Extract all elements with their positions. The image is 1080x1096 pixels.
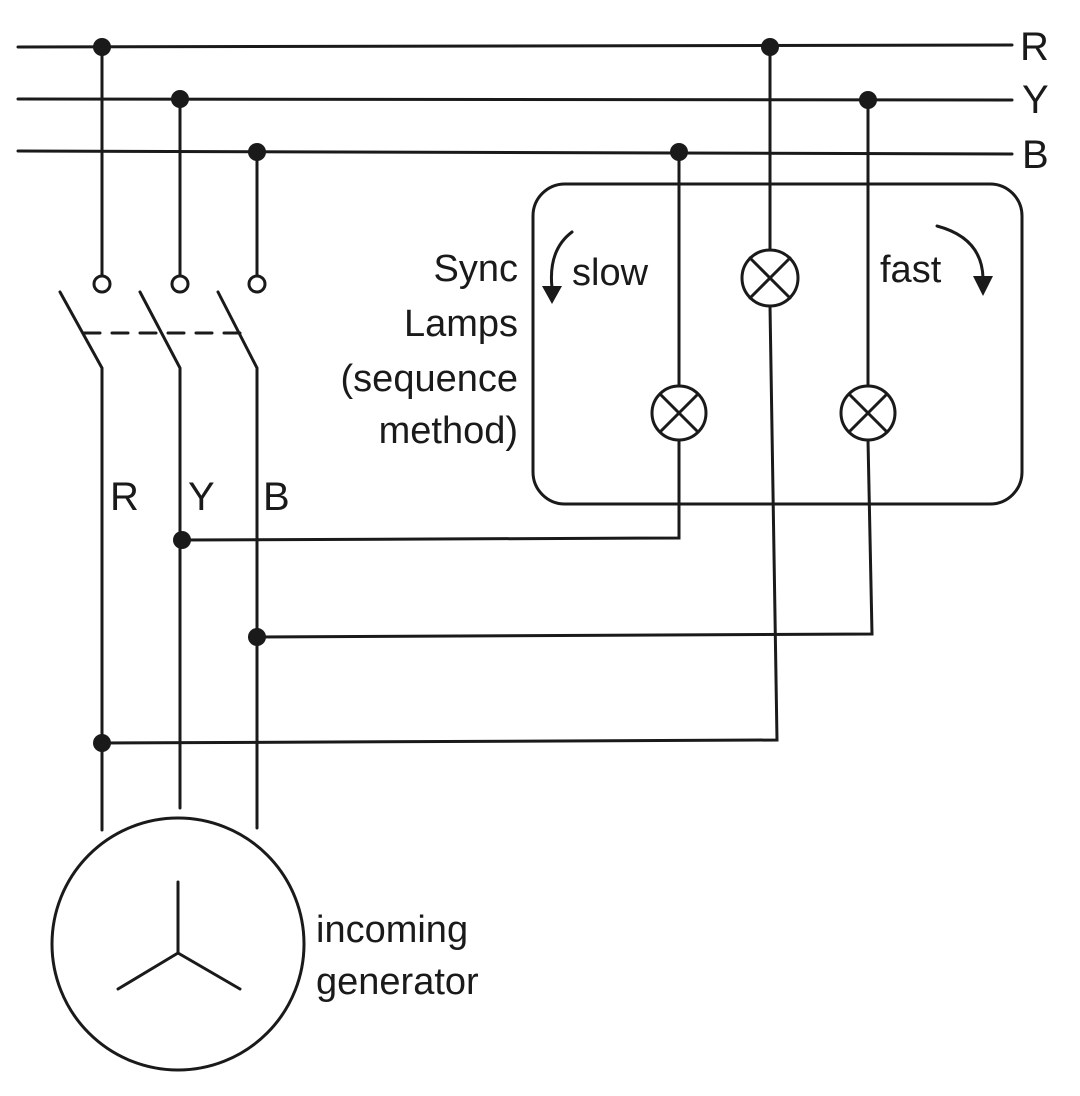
counterclockwise-arrow-icon [549,230,574,290]
generator-label-line: incoming [316,909,468,951]
slow-indicator: slow [542,230,649,304]
busbar-b-label: B [1022,133,1049,177]
sync-lamps-label-line: method) [379,410,518,452]
lamp-fast [839,384,897,442]
lamp-middle [740,248,800,308]
switch-contact-r [92,274,112,294]
junction-dot [171,90,189,108]
junction-dot [248,628,266,646]
fast-indicator: fast [880,224,993,296]
generator-line-b-label: B [263,475,290,519]
generator-line-r-label: R [110,475,139,519]
sync-lamp-box [531,182,1024,506]
generator-lines: R Y B [100,370,290,832]
sync-lamps-label-line: (sequence [341,358,518,400]
slow-label: slow [572,252,649,294]
sync-lamps-label-line: Lamps [404,303,518,345]
incoming-generator: incoming generator [50,816,479,1072]
junction-dot [173,531,191,549]
busbar-y-label: Y [1022,78,1049,122]
busbar-r-label: R [1020,25,1049,69]
lamp-wiring [93,38,877,752]
switch-contact-y [170,274,190,294]
switch-taps [93,38,266,278]
wye-connection-icon [116,880,242,991]
busbar-r [16,43,1014,49]
junction-dot [93,38,111,56]
generator-symbol [50,816,306,1072]
lamp-slow [650,384,708,442]
generator-label-line: generator [316,961,479,1003]
junction-dot [248,143,266,161]
clockwise-arrow-icon [935,224,985,280]
fast-label: fast [880,249,942,291]
sync-lamps-label: Sync Lamps (sequence method) [341,248,518,452]
junction-dot [670,143,688,161]
busbar-b [16,149,1014,156]
junction-dot [859,91,877,109]
junction-dot [761,38,779,56]
generator-line-y-label: Y [188,475,215,519]
junction-dot [93,734,111,752]
three-pole-switch [58,274,267,374]
sync-lamps-label-line: Sync [434,248,518,290]
switch-contact-b [247,274,267,294]
